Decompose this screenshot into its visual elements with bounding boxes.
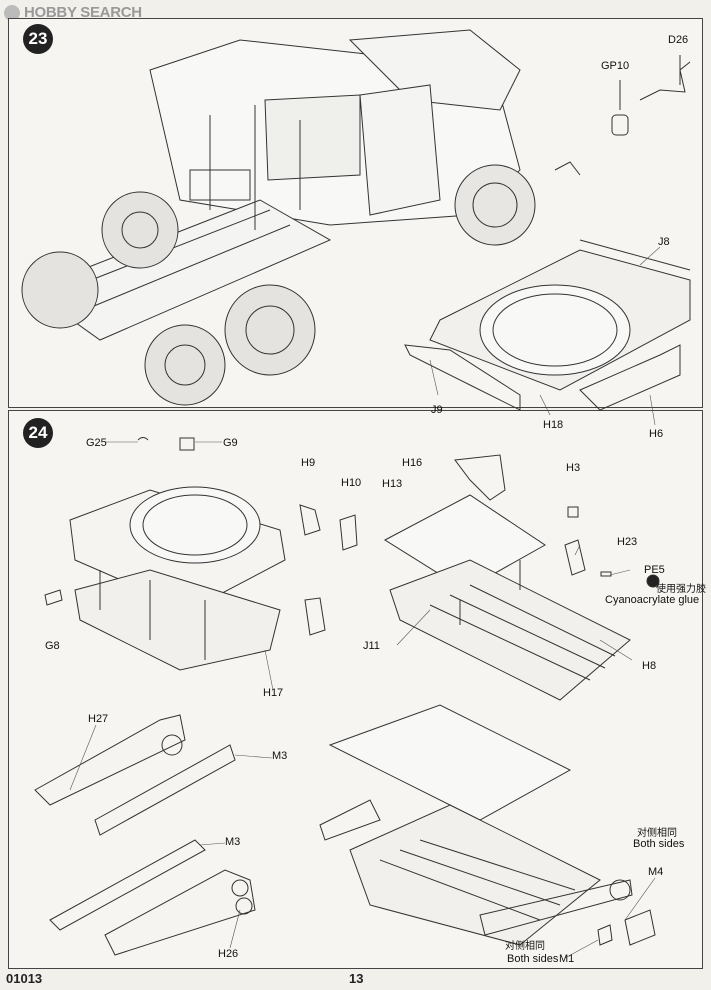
mirror-part-GP10: [611, 114, 629, 136]
watermark: HOBBY SEARCH: [4, 4, 142, 21]
watermark-text: HOBBY SEARCH: [24, 4, 142, 21]
both-sides-note-1-english: Both sides: [633, 838, 685, 850]
label-GP10: GP10: [601, 60, 630, 72]
label-H9: H9: [301, 457, 316, 469]
glue-note-chinese: 使用强力胶: [656, 584, 706, 595]
glue-note-english: Cyanoacrylate glue: [605, 594, 700, 606]
label-M4: M4: [648, 866, 664, 878]
label-H27: H27: [88, 713, 109, 725]
deck-assembly-24: [383, 454, 660, 701]
label-H6: H6: [649, 428, 664, 440]
step-24-marker: 24: [23, 418, 53, 448]
label-H26: H26: [218, 948, 239, 960]
truck-illustration: [21, 29, 536, 406]
label-G9: G9: [223, 437, 238, 449]
label-H10: H10: [341, 477, 362, 489]
label-M3-upper: M3: [272, 750, 288, 762]
both-sides-note-2-chinese: 对侧相同: [505, 941, 545, 952]
hobby-search-logo-icon: [4, 4, 20, 21]
label-G25: G25: [86, 437, 107, 449]
label-H23: H23: [617, 536, 638, 548]
label-H8: H8: [642, 660, 657, 672]
label-PE5: PE5: [644, 564, 665, 576]
label-M3-lower: M3: [225, 836, 241, 848]
label-J9: J9: [431, 404, 443, 416]
label-J11: J11: [363, 640, 380, 652]
label-D26: D26: [668, 34, 689, 46]
label-H13: H13: [382, 478, 403, 490]
fifth-wheel-base-24: [319, 704, 656, 946]
arm-parts-24: [34, 714, 256, 956]
label-G8: G8: [45, 640, 60, 652]
both-sides-note-1-chinese: 对侧相同: [637, 828, 677, 839]
label-H3: H3: [566, 462, 581, 474]
label-H18: H18: [543, 419, 564, 431]
fifth-wheel-24: [44, 437, 358, 671]
label-J8: J8: [658, 236, 670, 248]
step-23-marker: 23: [23, 24, 53, 54]
label-H16: H16: [402, 457, 423, 469]
label-M1: M1: [559, 953, 575, 965]
label-H17: H17: [263, 687, 284, 699]
page-number: 13: [349, 971, 364, 986]
both-sides-note-2-english: Both sides: [507, 953, 559, 965]
kit-code: 01013: [6, 971, 43, 986]
fifth-wheel-assembly-23: [404, 239, 691, 411]
